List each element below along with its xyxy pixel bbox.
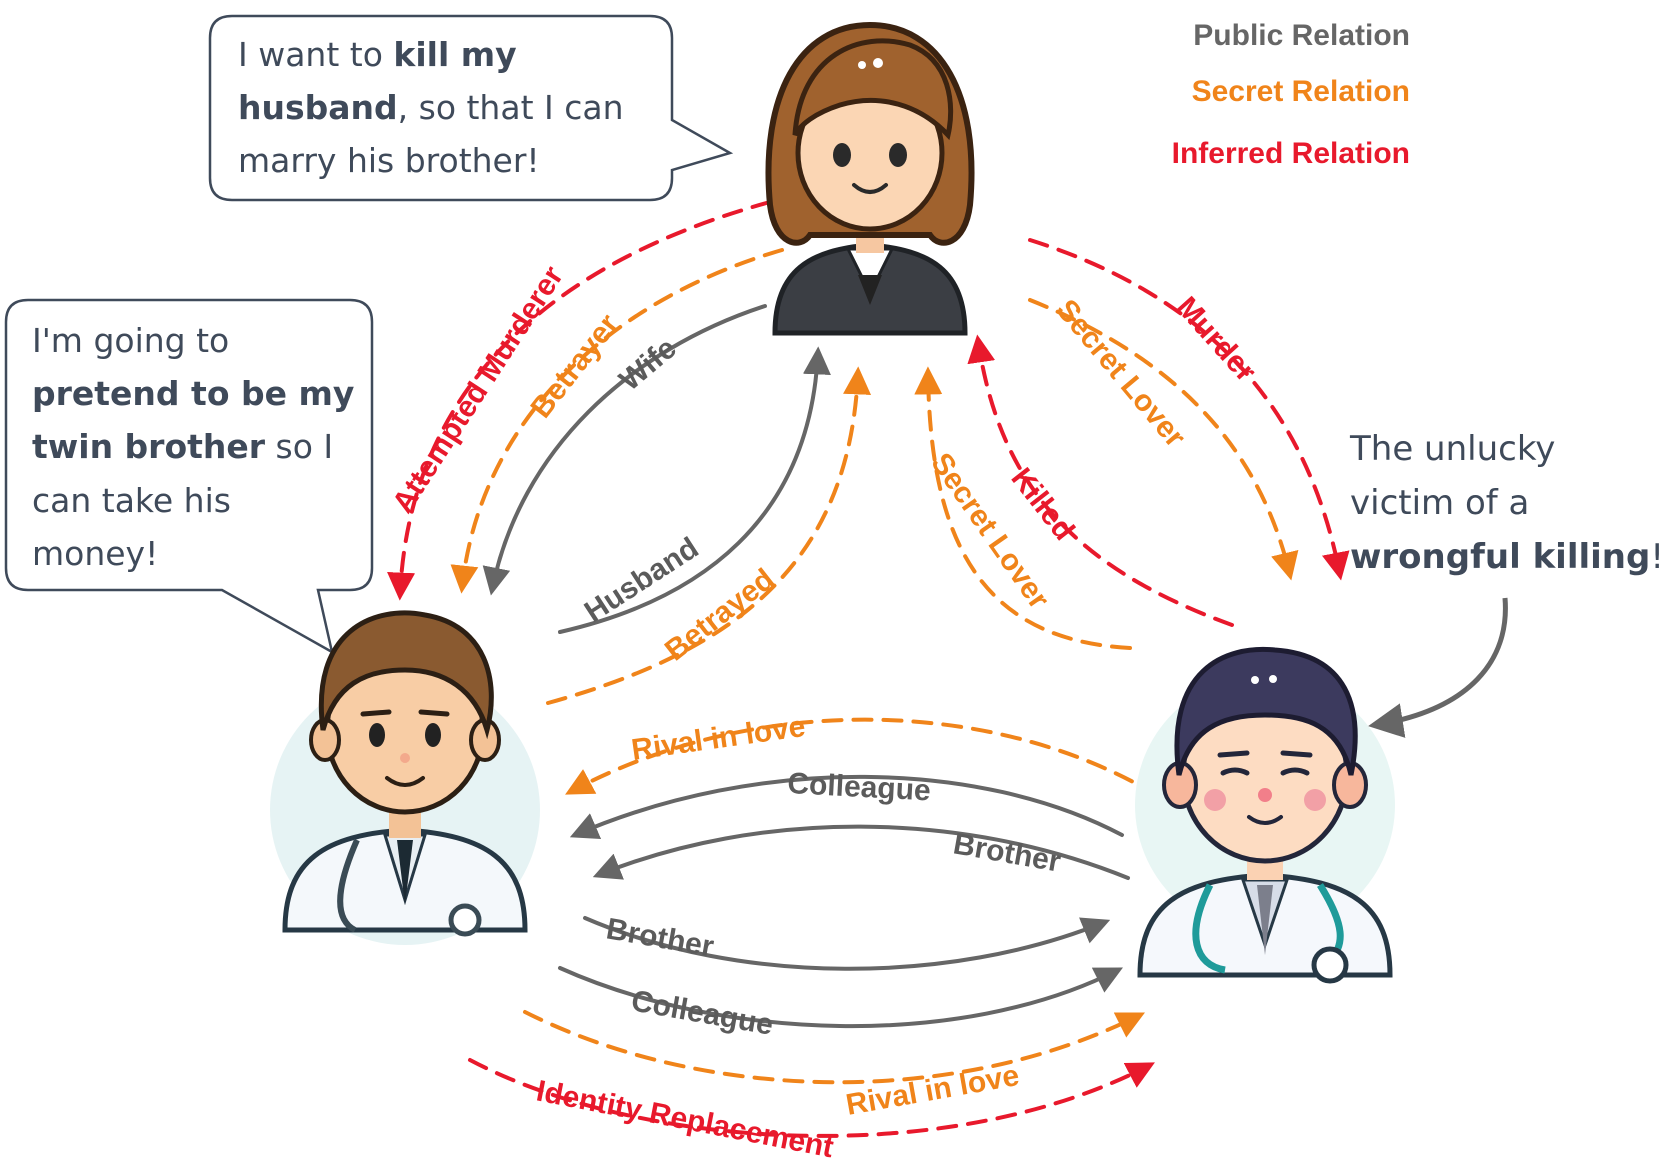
husband-bubble-line3: twin brother so I bbox=[32, 427, 333, 466]
husband-bubble-line5: money! bbox=[32, 534, 158, 573]
wife-speech-bubble: I want to kill my husband, so that I can… bbox=[208, 14, 734, 202]
wife-icon bbox=[765, 21, 975, 336]
victim-pointer-arrow bbox=[1368, 597, 1508, 738]
label-colleague-top: Colleague bbox=[787, 767, 932, 807]
edge-murder bbox=[1028, 238, 1350, 581]
legend: Public Relation Secret Relation Inferred… bbox=[1172, 19, 1410, 170]
edge-labels: Attempted Murderer Betrayer Wife Husband… bbox=[386, 260, 1262, 1164]
edge-wife bbox=[482, 304, 767, 596]
label-murder: Murder bbox=[1170, 291, 1263, 389]
legend-inferred: Inferred Relation bbox=[1172, 137, 1410, 170]
edge-rival-bottom bbox=[523, 1010, 1146, 1085]
edge-identity-replacement bbox=[468, 1058, 1155, 1138]
wife-bubble-line2: husband, so that I can bbox=[238, 88, 624, 127]
edge-rival-top bbox=[565, 717, 1160, 798]
wife-bubble-line3: marry his brother! bbox=[238, 141, 540, 180]
wife-bubble-line1: I want to kill my bbox=[238, 35, 517, 74]
edge-secret-lover-1 bbox=[1028, 298, 1299, 581]
edge-killed bbox=[967, 334, 1234, 627]
label-brother-top: Brother bbox=[951, 827, 1064, 878]
victim-note-line3: wrongful killing! bbox=[1350, 537, 1661, 577]
edge-brother-bottom bbox=[583, 916, 1111, 971]
victim-note-line1: The unlucky bbox=[1349, 429, 1555, 469]
edge-betrayed bbox=[546, 366, 872, 705]
edge-colleague-top bbox=[569, 774, 1124, 839]
label-identity-replacement: Identity Replacement bbox=[534, 1074, 837, 1164]
label-rival-bottom: Rival in love bbox=[843, 1059, 1021, 1122]
edge-colleague-bottom bbox=[558, 966, 1123, 1029]
label-colleague-bottom: Colleague bbox=[629, 984, 776, 1041]
label-rival-top: Rival in love bbox=[629, 710, 807, 767]
husband-doctor-icon bbox=[270, 610, 540, 945]
edges bbox=[387, 200, 1350, 1138]
edge-secret-lover-2 bbox=[914, 366, 1132, 650]
edge-attempted-murderer bbox=[387, 200, 772, 601]
label-secret-lover-1: Secret Lover bbox=[1050, 293, 1192, 454]
legend-secret: Secret Relation bbox=[1192, 75, 1410, 108]
brother-doctor-icon bbox=[1135, 646, 1395, 984]
label-betrayer: Betrayer bbox=[525, 308, 626, 425]
victim-note: The unlucky victim of a wrongful killing… bbox=[1349, 429, 1661, 738]
husband-bubble-line1: I'm going to bbox=[32, 321, 229, 360]
label-betrayed: Betrayed bbox=[659, 562, 781, 667]
husband-bubble-line2: pretend to be my bbox=[32, 374, 354, 413]
label-brother-bottom: Brother bbox=[604, 912, 717, 963]
legend-public: Public Relation bbox=[1193, 19, 1410, 52]
edge-brother-top bbox=[592, 824, 1130, 880]
label-husband: Husband bbox=[579, 531, 705, 629]
edge-betrayer bbox=[450, 248, 784, 594]
edge-husband bbox=[558, 346, 831, 634]
label-killed: Killed bbox=[1004, 462, 1080, 547]
victim-note-line2: victim of a bbox=[1350, 483, 1529, 523]
husband-bubble-line4: can take his bbox=[32, 481, 231, 520]
label-wife: Wife bbox=[613, 332, 683, 398]
husband-speech-bubble: I'm going to pretend to be my twin broth… bbox=[4, 298, 374, 655]
